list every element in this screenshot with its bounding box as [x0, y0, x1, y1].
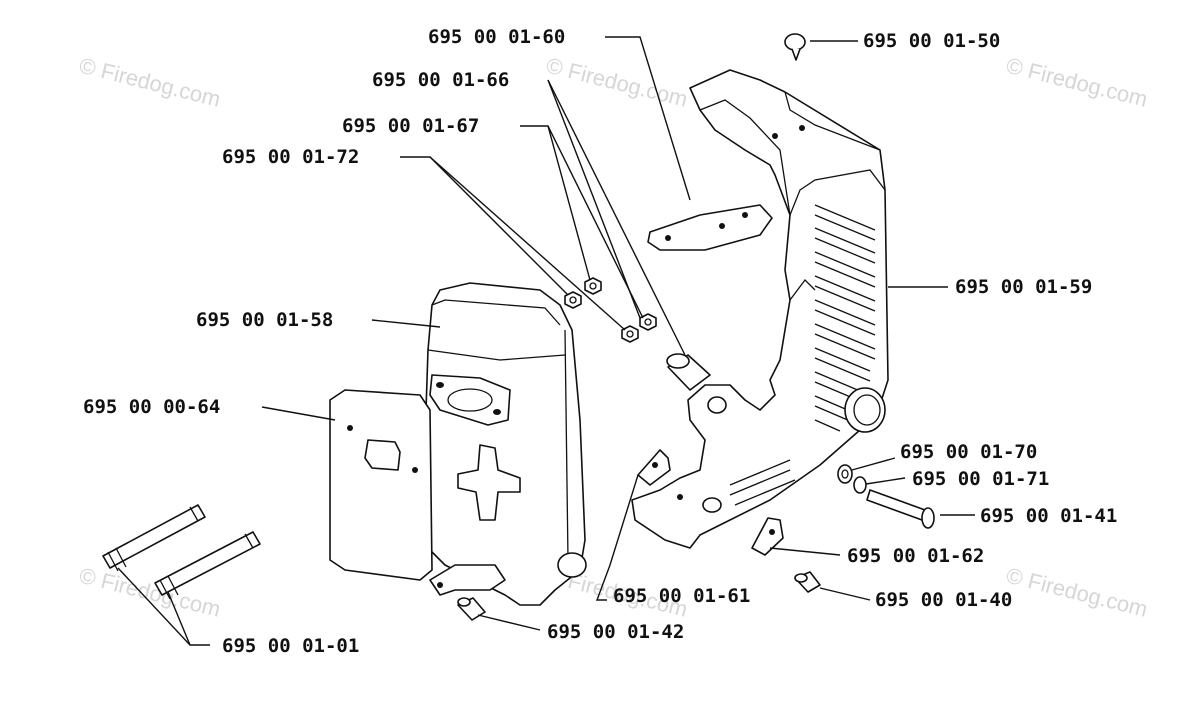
- small-bracket: [637, 449, 671, 486]
- watermarks: © Firedog.com © Firedog.com © Firedog.co…: [77, 53, 1150, 622]
- gasket: [329, 389, 433, 581]
- label-695-00-01-01: 695 00 01-01: [222, 635, 359, 657]
- clip: [751, 517, 784, 556]
- label-695-00-01-67: 695 00 01-67: [342, 115, 479, 137]
- part-labels: 695 00 01-60 695 00 01-50 695 00 01-66 6…: [83, 26, 1117, 657]
- label-695-00-01-59: 695 00 01-59: [955, 276, 1092, 298]
- leader-lines: [117, 36, 975, 646]
- muffler: [424, 282, 587, 606]
- label-695-00-01-58: 695 00 01-58: [196, 309, 333, 331]
- label-695-00-01-66: 695 00 01-66: [372, 69, 509, 91]
- watermark: © Firedog.com: [77, 53, 223, 112]
- spacer-sleeve: [666, 353, 711, 391]
- watermark: © Firedog.com: [544, 53, 690, 112]
- label-695-00-01-62: 695 00 01-62: [847, 545, 984, 567]
- label-695-00-00-64: 695 00 00-64: [83, 396, 220, 418]
- nuts: [564, 277, 657, 343]
- watermark: © Firedog.com: [1004, 53, 1150, 112]
- studs: [102, 504, 261, 600]
- bolt: [866, 489, 935, 529]
- label-695-00-01-60: 695 00 01-60: [428, 26, 565, 48]
- screw-top: [784, 33, 806, 61]
- label-695-00-01-41: 695 00 01-41: [980, 505, 1117, 527]
- washers: [837, 464, 867, 494]
- label-695-00-01-42: 695 00 01-42: [547, 621, 684, 643]
- label-695-00-01-71: 695 00 01-71: [912, 468, 1049, 490]
- bracket-plate: [647, 204, 773, 251]
- muffler-bracket: [631, 69, 889, 549]
- label-695-00-01-70: 695 00 01-70: [900, 441, 1037, 463]
- label-695-00-01-61: 695 00 01-61: [613, 585, 750, 607]
- label-695-00-01-72: 695 00 01-72: [222, 146, 359, 168]
- label-695-00-01-50: 695 00 01-50: [863, 30, 1000, 52]
- label-695-00-01-40: 695 00 01-40: [875, 589, 1012, 611]
- watermark: © Firedog.com: [1004, 563, 1150, 622]
